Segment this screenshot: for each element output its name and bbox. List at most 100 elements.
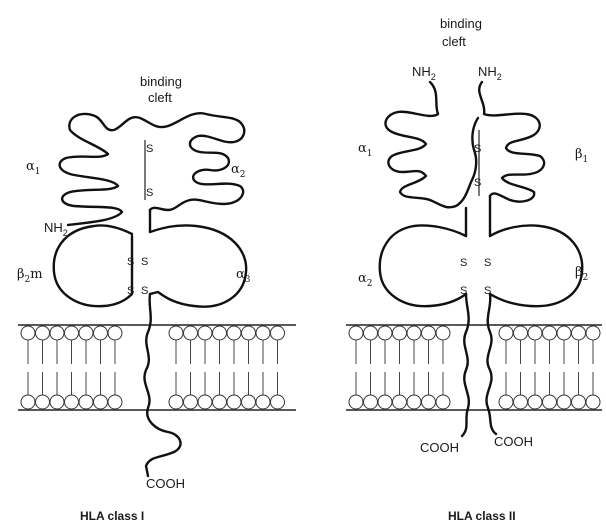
- class2-alpha-transmembrane-tail: [462, 294, 469, 436]
- class1-alpha1-label: α1: [26, 159, 41, 177]
- class1-lipid-head-inner: [242, 395, 256, 409]
- class1-lipid-head-outer: [184, 326, 198, 340]
- class2-lipid-head-outer: [572, 326, 586, 340]
- class2-alpha2-domain: [380, 225, 466, 306]
- class2-alpha1-label: α1: [358, 141, 373, 159]
- class2-lipid-head-inner: [572, 395, 586, 409]
- class1-caption: HLA class I: [80, 509, 144, 523]
- class1-disulfide-s-5: S: [127, 285, 134, 297]
- class2-beta2-label: β2: [575, 265, 588, 283]
- class2-lipid-head-outer: [407, 326, 421, 340]
- class1-lipid-head-inner: [21, 395, 35, 409]
- class1-lipid-head-inner: [65, 395, 79, 409]
- class2-lipid-head-inner: [378, 395, 392, 409]
- hla-class1-molecule: S S S S S S binding cleft α1 α2 α3 β2m N…: [17, 74, 251, 523]
- class1-alpha2-label: α2: [231, 162, 246, 180]
- class2-lipid-head-inner: [528, 395, 542, 409]
- class2-lipid-head-inner: [407, 395, 421, 409]
- class2-beta1-label: β1: [575, 147, 588, 165]
- class1-lipid-head-outer: [169, 326, 183, 340]
- class2-lipid-head-outer: [499, 326, 513, 340]
- class2-lipid-head-outer: [393, 326, 407, 340]
- class1-disulfide-s-6: S: [141, 285, 148, 297]
- class1-lipid-head-outer: [213, 326, 227, 340]
- class2-disulfide-s-3: S: [460, 257, 467, 269]
- class1-alpha3-domain: [150, 225, 246, 306]
- class1-lipid-head-inner: [36, 395, 50, 409]
- class1-cooh-label: COOH: [146, 476, 185, 491]
- class2-lipid-head-inner: [393, 395, 407, 409]
- class2-alpha2-label: α2: [358, 271, 373, 289]
- class2-lipid-head-outer: [543, 326, 557, 340]
- class2-lipid-head-inner: [364, 395, 378, 409]
- class2-lipid-head-outer: [364, 326, 378, 340]
- class2-alpha1-domain: [385, 82, 478, 207]
- class2-disulfide-s-6: S: [484, 285, 491, 297]
- class2-beta1-domain: [479, 82, 544, 202]
- class1-lipid-head-inner: [79, 395, 93, 409]
- class1-disulfide-s-3: S: [127, 256, 134, 268]
- class1-lipid-head-inner: [169, 395, 183, 409]
- class1-lipid-head-outer: [256, 326, 270, 340]
- class1-lipid-head-inner: [184, 395, 198, 409]
- class2-cooh-right-label: COOH: [494, 434, 533, 449]
- class2-nh2-right-label: NH2: [478, 64, 502, 82]
- class2-lipid-head-outer: [514, 326, 528, 340]
- membrane-class1: [18, 325, 296, 410]
- class2-disulfide-s-4: S: [484, 257, 491, 269]
- class2-caption: HLA class II: [448, 509, 516, 523]
- class2-lipid-head-outer: [422, 326, 436, 340]
- class2-lipid-head-inner: [422, 395, 436, 409]
- class1-transmembrane-tail: [144, 294, 180, 476]
- class1-lipid-head-inner: [227, 395, 241, 409]
- class1-disulfide-s-1: S: [146, 143, 153, 155]
- class2-disulfide-s-2: S: [474, 177, 481, 189]
- class1-lipid-head-outer: [242, 326, 256, 340]
- class1-lipid-head-inner: [198, 395, 212, 409]
- class1-lipid-head-outer: [94, 326, 108, 340]
- class1-lipid-head-outer: [271, 326, 285, 340]
- class1-lipid-head-inner: [108, 395, 122, 409]
- class2-binding-cleft-label-1: binding: [440, 16, 482, 31]
- class1-lipid-head-outer: [65, 326, 79, 340]
- class1-lipid-head-inner: [213, 395, 227, 409]
- class1-lipid-head-outer: [198, 326, 212, 340]
- class2-cooh-left-label: COOH: [420, 440, 459, 455]
- class2-lipid-head-inner: [514, 395, 528, 409]
- class1-nh2-label: NH2: [44, 220, 68, 238]
- class2-lipid-head-outer: [378, 326, 392, 340]
- class2-beta-transmembrane-tail: [486, 294, 496, 434]
- class1-binding-cleft-label-2: cleft: [148, 90, 172, 105]
- class2-nh2-left-label: NH2: [412, 64, 436, 82]
- class2-lipid-head-inner: [436, 395, 450, 409]
- class1-disulfide-s-4: S: [141, 256, 148, 268]
- class2-lipid-head-inner: [557, 395, 571, 409]
- class2-lipid-head-inner: [349, 395, 363, 409]
- class1-lipid-head-inner: [94, 395, 108, 409]
- class2-disulfide-s-1: S: [474, 143, 481, 155]
- class1-lipid-head-outer: [36, 326, 50, 340]
- class1-lipid-head-outer: [50, 326, 64, 340]
- class1-beta2m-label: β2m: [17, 267, 43, 285]
- class2-lipid-head-outer: [557, 326, 571, 340]
- class2-lipid-head-outer: [349, 326, 363, 340]
- class1-lipid-head-outer: [21, 326, 35, 340]
- hla-class2-molecule: S S S S S S binding cleft NH2 NH2 α1 β1 …: [358, 16, 588, 523]
- class1-lipid-head-outer: [227, 326, 241, 340]
- class1-disulfide-s-2: S: [146, 187, 153, 199]
- class2-lipid-head-inner: [586, 395, 600, 409]
- class2-lipid-head-outer: [436, 326, 450, 340]
- class2-lipid-head-outer: [586, 326, 600, 340]
- class2-lipid-head-inner: [499, 395, 513, 409]
- membrane-class2: [346, 325, 602, 410]
- class2-disulfide-s-5: S: [460, 285, 467, 297]
- class1-lipid-head-outer: [108, 326, 122, 340]
- class2-binding-cleft-label-2: cleft: [442, 34, 466, 49]
- class2-beta2-domain: [490, 225, 582, 306]
- class1-binding-cleft-label-1: binding: [140, 74, 182, 89]
- class2-lipid-head-inner: [543, 395, 557, 409]
- class1-lipid-head-inner: [256, 395, 270, 409]
- class1-lipid-head-outer: [79, 326, 93, 340]
